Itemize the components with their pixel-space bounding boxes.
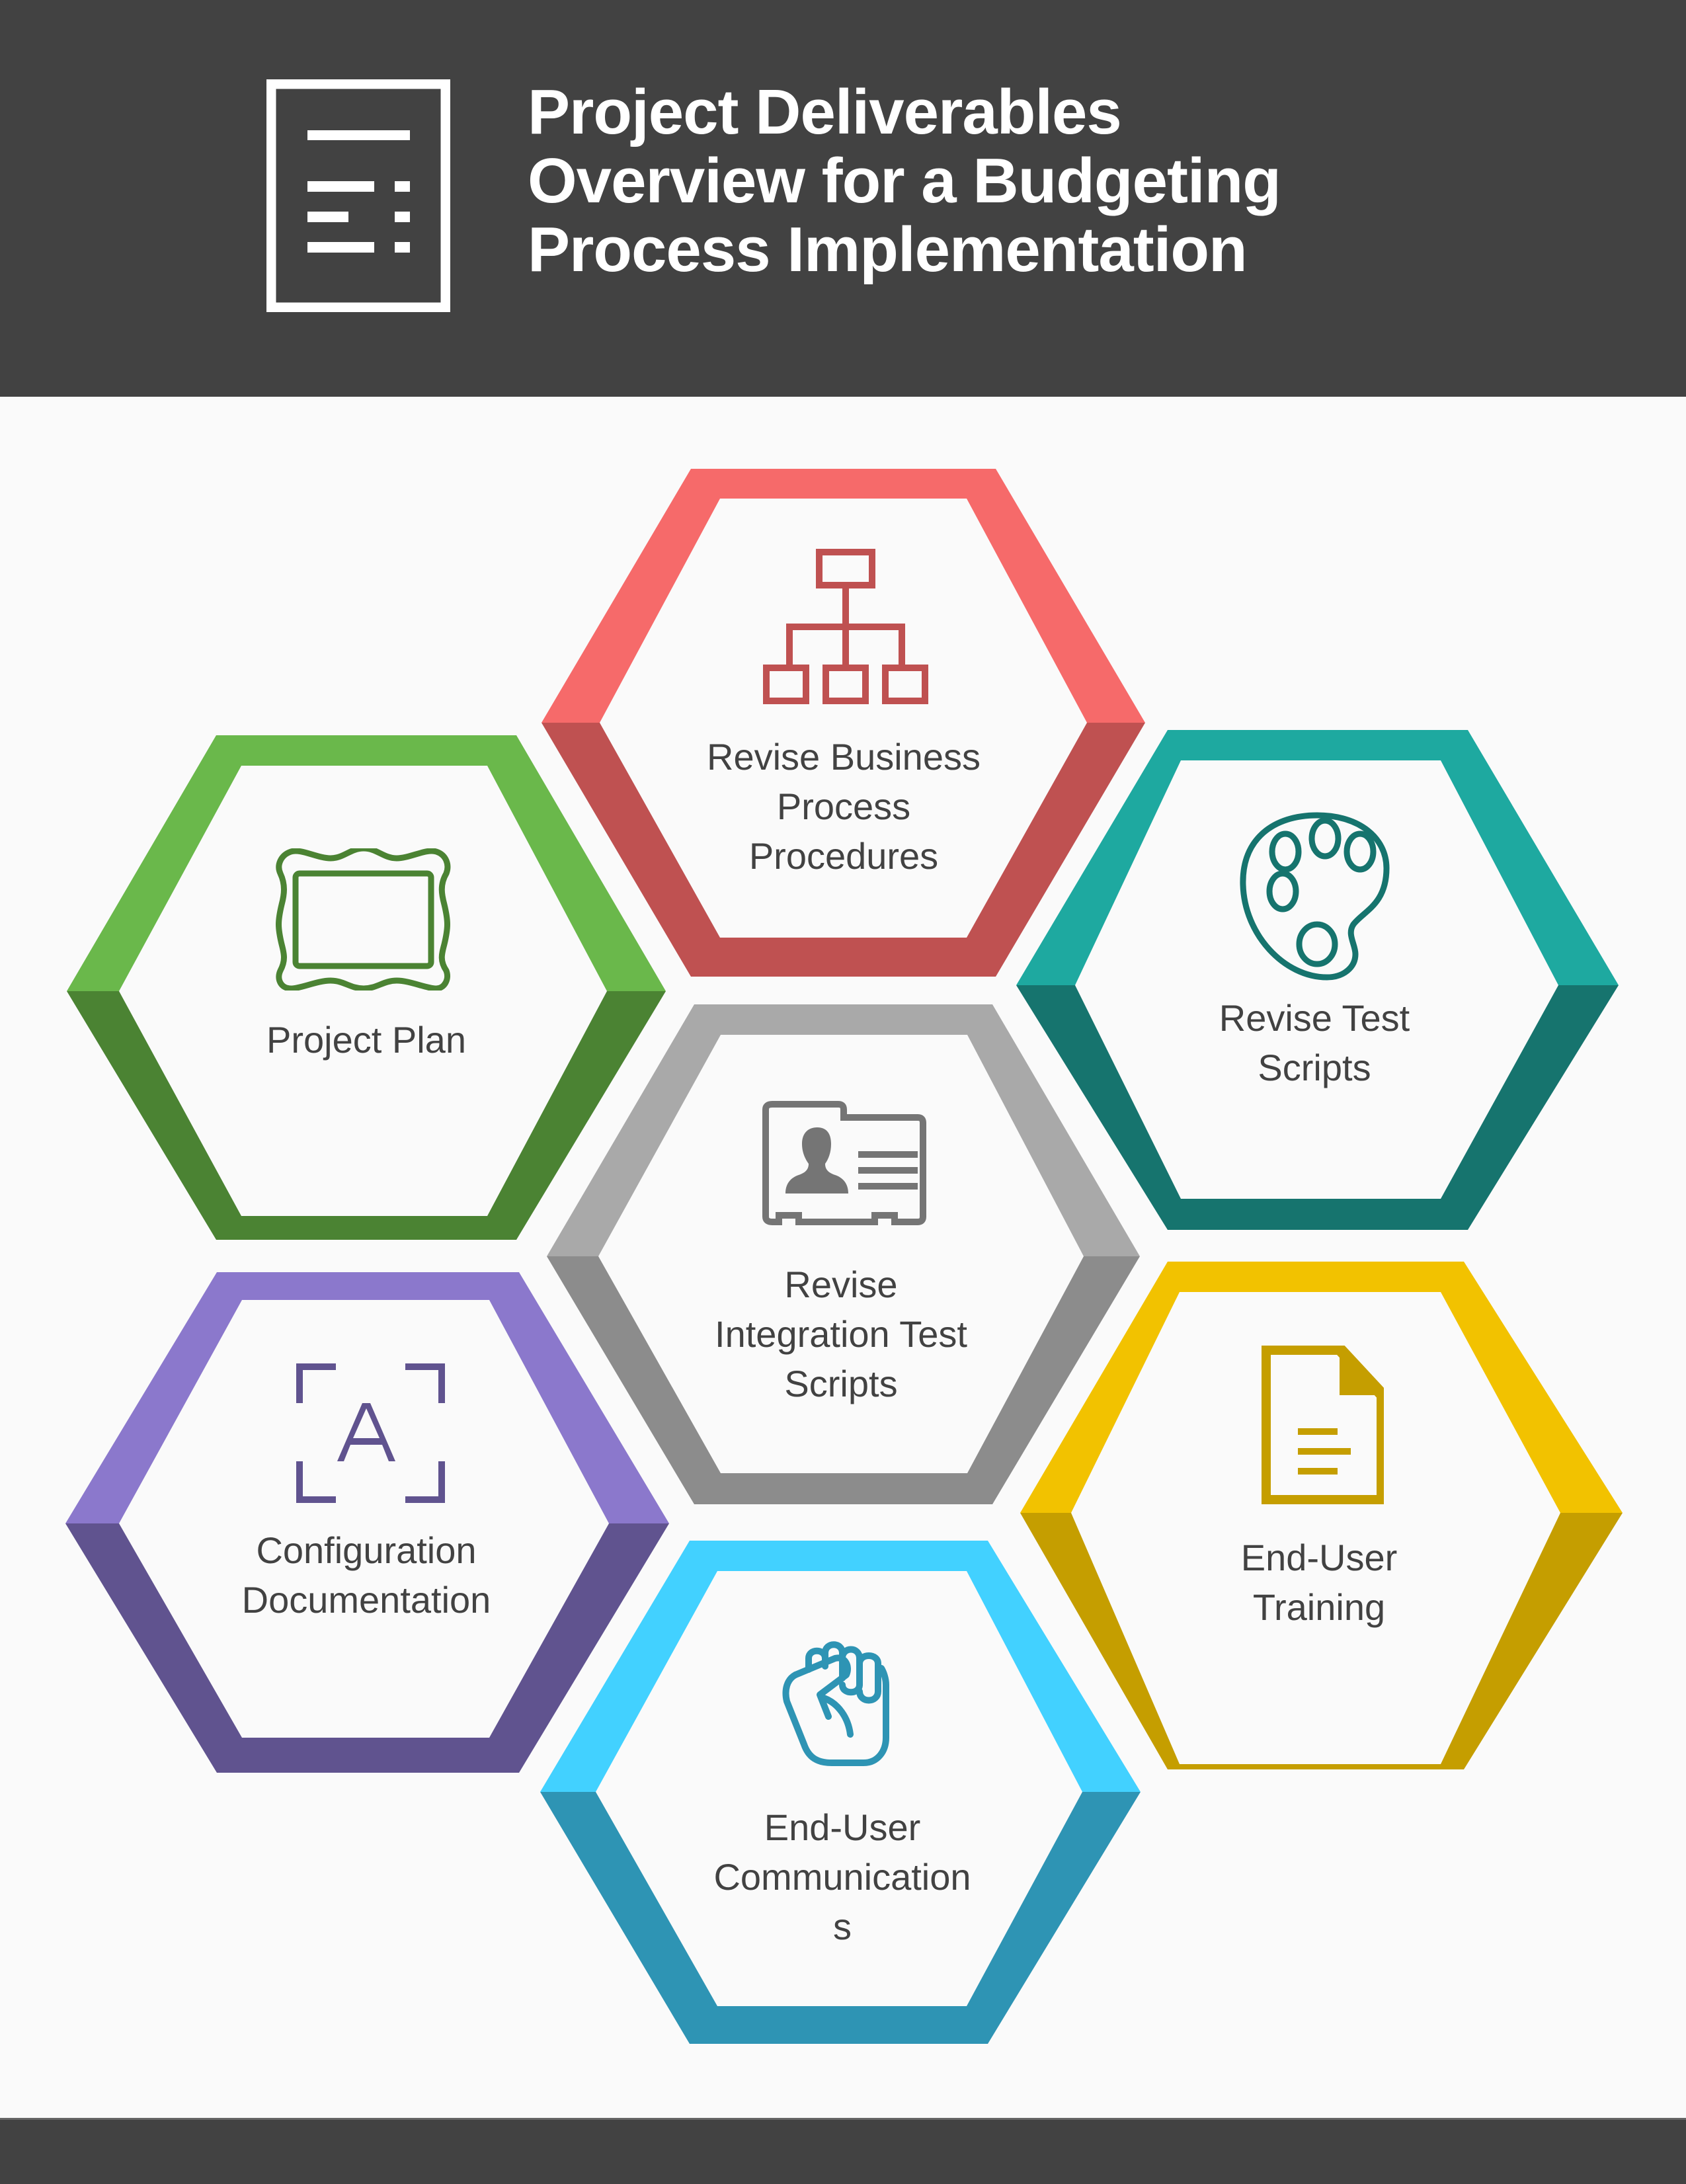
text-recognition-icon [296, 1363, 445, 1503]
hex-end-user-training [1020, 1262, 1623, 1769]
hex-end-user-communications [540, 1541, 1141, 2044]
hex-configuration-documentation [65, 1272, 669, 1773]
label-revise-business-process-procedures: Revise Business Process Procedures [707, 736, 981, 877]
hex-revise-test-scripts [1016, 730, 1619, 1230]
label-configuration-documentation: Configuration Documentation [241, 1529, 491, 1621]
hex-revise-integration-test-scripts [547, 1004, 1140, 1504]
contact-card-icon [762, 1101, 926, 1225]
picture-frame-icon [276, 848, 451, 991]
header-banner: Project Deliverables Overview for a Budg… [0, 0, 1686, 397]
label-end-user-training: End-User Training [1240, 1537, 1398, 1628]
title-line-1: Project Deliverables [528, 77, 1122, 147]
label-end-user-communications: End-User Communication s [713, 1806, 971, 1947]
footer-bar [0, 2118, 1686, 2184]
title-line-3: Process Implementation [528, 214, 1248, 285]
hex-revise-business-process-procedures [542, 469, 1145, 977]
page-title: Project Deliverables Overview for a Budg… [528, 78, 1281, 284]
hex-project-plan [67, 735, 666, 1240]
document-list-icon [266, 79, 450, 312]
org-chart-icon [763, 549, 928, 704]
palette-icon [1240, 812, 1390, 981]
raised-fist-icon [782, 1641, 889, 1766]
title-line-2: Overview for a Budgeting [528, 145, 1281, 216]
label-revise-integration-test-scripts: Revise Integration Test Scripts [715, 1264, 967, 1404]
document-icon [1262, 1346, 1384, 1504]
label-revise-test-scripts: Revise Test Scripts [1219, 997, 1410, 1088]
label-project-plan: Project Plan [266, 1019, 466, 1061]
